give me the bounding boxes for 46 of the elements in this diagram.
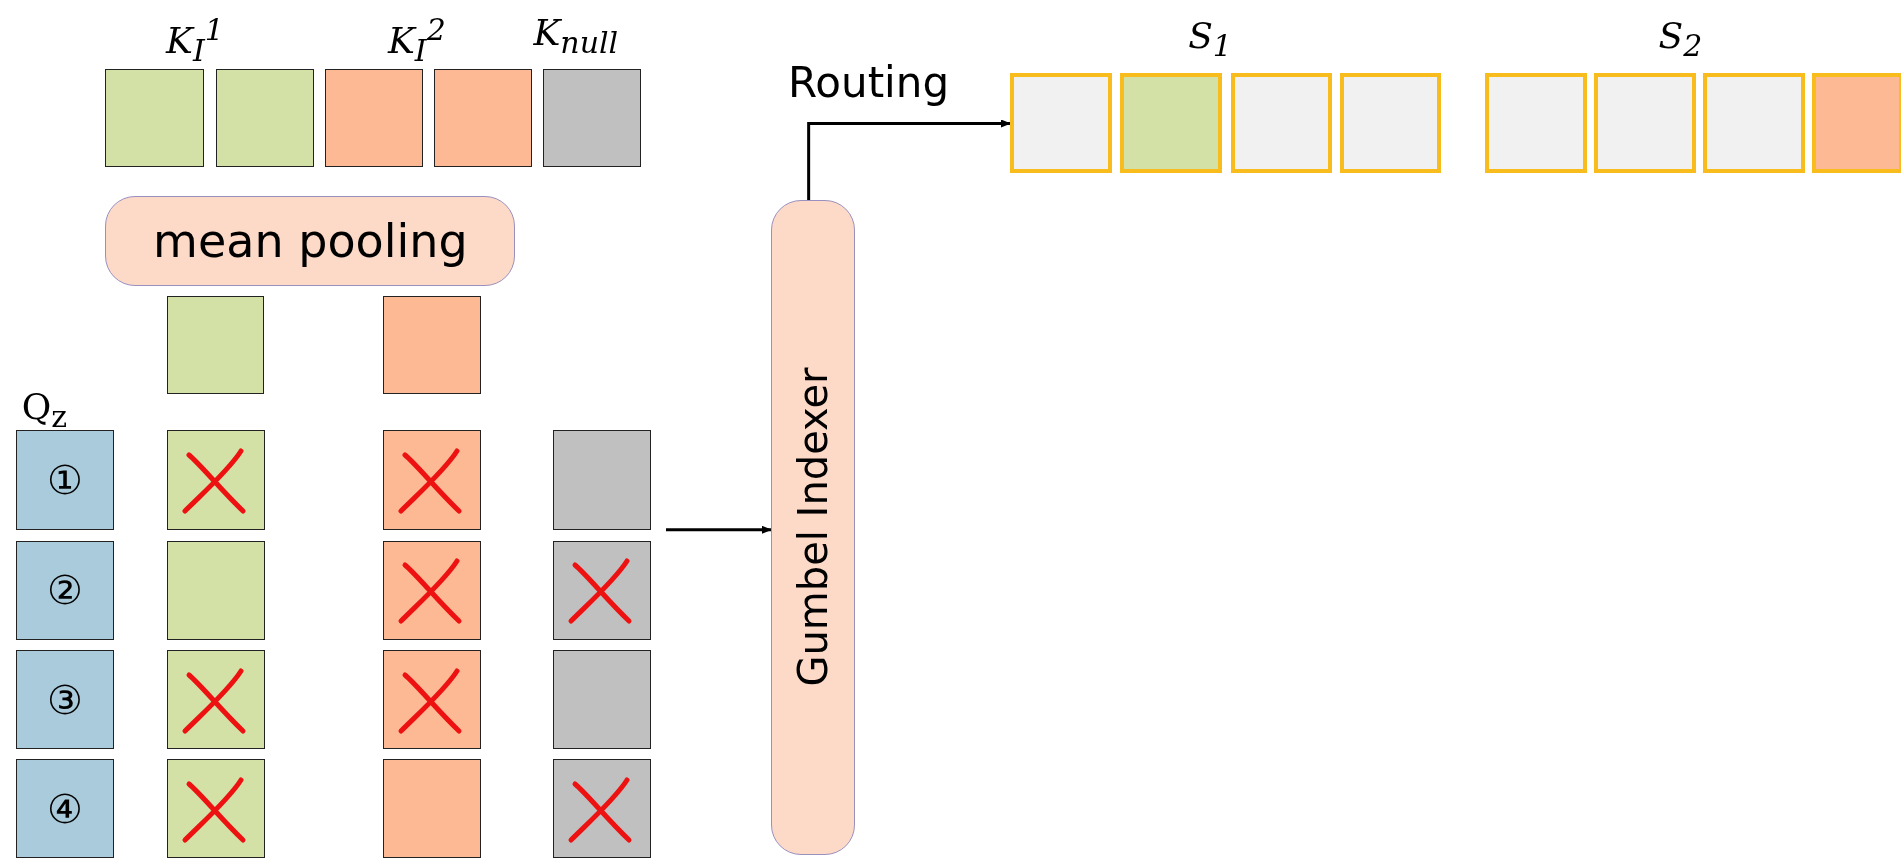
square <box>1339 72 1442 174</box>
circled-number: ③ <box>46 676 83 723</box>
circled-number: ① <box>46 457 83 504</box>
query-square <box>15 649 114 750</box>
square <box>1485 72 1587 174</box>
square <box>1009 72 1112 174</box>
square <box>105 69 204 168</box>
math-label: K$_{null}$ <box>533 12 619 61</box>
square <box>167 295 265 394</box>
square <box>1703 72 1806 174</box>
query-square <box>15 758 114 859</box>
square <box>167 649 266 750</box>
square <box>1812 72 1901 174</box>
square <box>167 540 266 641</box>
square <box>383 540 482 641</box>
math-label: S$_{1}$ <box>1188 14 1232 63</box>
square <box>552 649 651 750</box>
edge-label: Routing <box>788 58 950 108</box>
square <box>552 430 651 530</box>
square <box>383 649 482 750</box>
square <box>167 758 266 859</box>
process-pill <box>105 196 516 287</box>
query-square <box>15 540 114 641</box>
circled-number: ④ <box>46 785 83 832</box>
square <box>324 69 424 168</box>
vertical-label: Gumbel Indexer <box>789 367 836 687</box>
square <box>434 69 533 168</box>
square <box>543 69 642 168</box>
square <box>167 430 266 530</box>
math-label: S$_{2}$ <box>1658 14 1703 63</box>
circled-number: ② <box>46 567 83 614</box>
square <box>215 69 314 168</box>
square <box>383 430 482 530</box>
pill-label: mean pooling <box>153 214 468 269</box>
query-square <box>15 430 114 530</box>
square <box>552 758 651 859</box>
square <box>1594 72 1697 174</box>
square <box>383 295 482 394</box>
arrow <box>807 119 1011 200</box>
square <box>1230 72 1333 174</box>
math-label: Q$_{z}$ <box>21 385 68 434</box>
square <box>383 758 482 859</box>
square <box>552 540 651 641</box>
square <box>1120 72 1223 174</box>
process-pill <box>771 200 855 855</box>
arrow <box>666 525 772 534</box>
